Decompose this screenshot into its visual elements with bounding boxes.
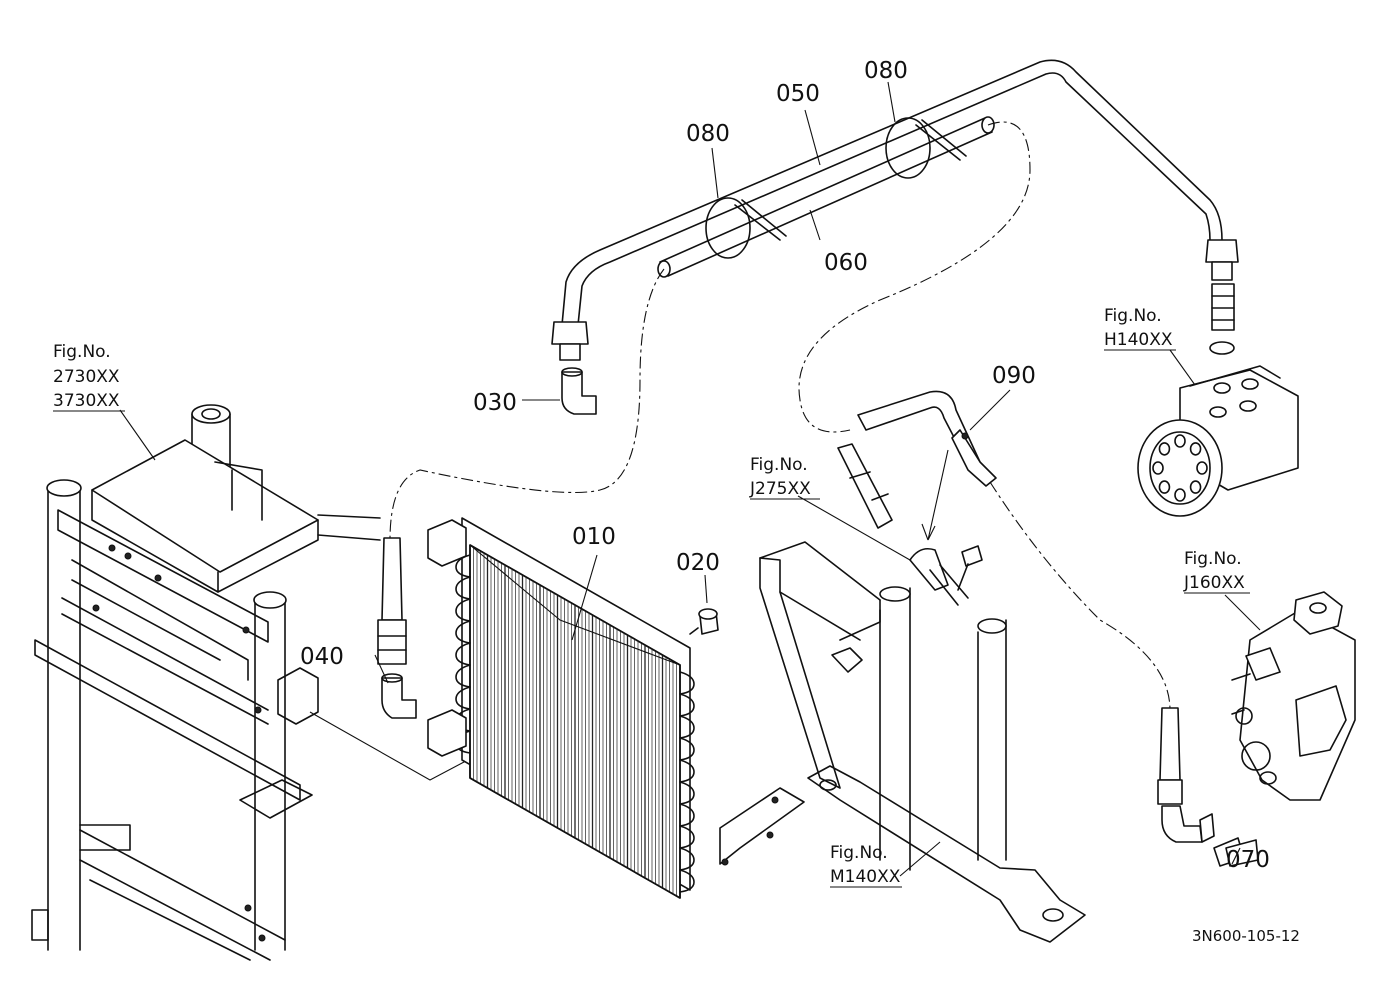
callout-090: 090: [992, 363, 1036, 389]
callout-020: 020: [676, 550, 720, 576]
elbow-040: [381, 673, 417, 719]
callout-010: 010: [572, 524, 616, 550]
figref-m140: Fig.No. M140XX: [830, 843, 902, 888]
callout-080-left: 080: [686, 121, 730, 147]
svg-text:Fig.No.: Fig.No.: [830, 843, 888, 863]
callout-060: 060: [824, 250, 868, 276]
pipe-050: [551, 59, 1239, 361]
svg-text:3730XX: 3730XX: [53, 391, 120, 411]
hose-060: [389, 116, 1031, 541]
hose-clamp-bracket: [909, 449, 983, 606]
figref-j160: Fig.No. J160XX: [1183, 549, 1250, 594]
radiator-frame: [31, 404, 601, 961]
callout-040: 040: [300, 644, 344, 670]
callout-080-right: 080: [864, 58, 908, 84]
hose-090: [857, 390, 1183, 805]
elbow-030: [561, 367, 597, 415]
steering-valve: [1137, 283, 1299, 517]
leader-lines: [119, 81, 1261, 877]
hose-j275-end: [837, 443, 893, 529]
svg-text:Fig.No.: Fig.No.: [1184, 549, 1242, 569]
bolt-020: [689, 608, 719, 635]
callout-050: 050: [776, 81, 820, 107]
callout-030: 030: [473, 390, 517, 416]
svg-text:2730XX: 2730XX: [53, 367, 120, 387]
figref-h140: Fig.No. H140XX: [1104, 306, 1176, 351]
drawing-code: 3N600-105-12: [1192, 927, 1300, 945]
figref-frame: Fig.No. 2730XX 3730XX: [53, 342, 125, 412]
control-valve: [1231, 591, 1356, 801]
svg-text:Fig.No.: Fig.No.: [1104, 306, 1162, 326]
band-clamp-080-right: [885, 117, 967, 179]
svg-text:H140XX: H140XX: [1104, 330, 1173, 350]
svg-text:J275XX: J275XX: [749, 479, 811, 499]
svg-text:M140XX: M140XX: [830, 867, 901, 887]
svg-text:Fig.No.: Fig.No.: [750, 455, 808, 475]
band-clamp-080-left: [705, 197, 787, 259]
svg-text:J160XX: J160XX: [1183, 573, 1245, 593]
callout-070: 070: [1226, 847, 1270, 873]
oil-cooler-core: [427, 517, 695, 899]
figref-j275: Fig.No. J275XX: [749, 455, 820, 500]
svg-text:Fig.No.: Fig.No.: [53, 342, 111, 362]
hose-lower: [377, 537, 407, 665]
stand-frame: [719, 541, 1086, 943]
